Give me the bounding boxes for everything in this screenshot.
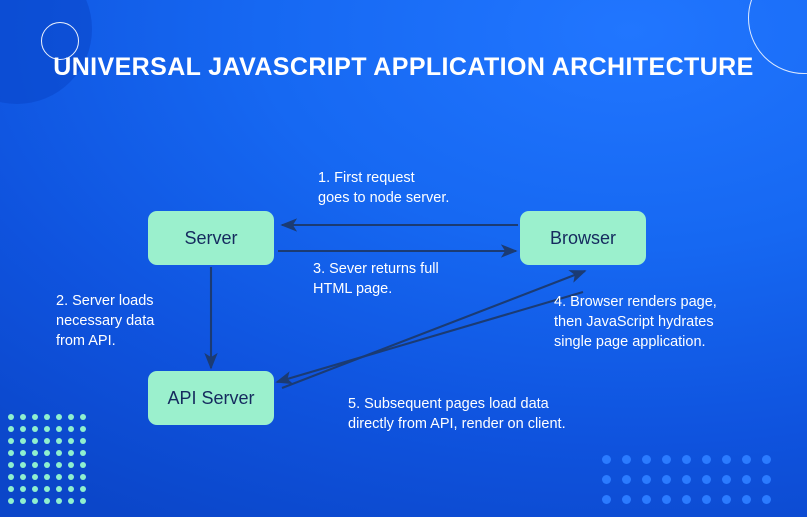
- decorative-dot: [68, 438, 74, 444]
- page-title: UNIVERSAL JAVASCRIPT APPLICATION ARCHITE…: [53, 53, 754, 81]
- decorative-dot: [20, 450, 26, 456]
- decorative-dot: [80, 474, 86, 480]
- decorative-dot: [8, 486, 14, 492]
- decorative-dot: [80, 498, 86, 504]
- decorative-dot: [602, 475, 611, 484]
- decorative-dot: [602, 495, 611, 504]
- decorative-dot: [44, 438, 50, 444]
- decorative-dot: [8, 498, 14, 504]
- step-label-3: 3. Sever returns full HTML page.: [313, 261, 439, 297]
- decorative-dot: [642, 475, 651, 484]
- decorative-dot: [8, 426, 14, 432]
- decorative-dot: [56, 426, 62, 432]
- decorative-dot: [20, 498, 26, 504]
- decorative-dot: [20, 486, 26, 492]
- decorative-dot: [8, 450, 14, 456]
- decorative-dot: [32, 414, 38, 420]
- decorative-ring-top-left-icon: [41, 22, 79, 60]
- decorative-dot: [662, 455, 671, 464]
- decorative-dot-grid-bottom-left: [8, 414, 92, 510]
- decorative-dot: [622, 495, 631, 504]
- decorative-dot: [682, 475, 691, 484]
- node-server-label: Server: [184, 227, 238, 248]
- decorative-dot: [56, 438, 62, 444]
- decorative-dot: [68, 486, 74, 492]
- decorative-dot: [80, 486, 86, 492]
- arrow-browser-to-api-server: [275, 290, 584, 385]
- decorative-dot: [20, 462, 26, 468]
- decorative-dot: [32, 438, 38, 444]
- decorative-dot: [44, 450, 50, 456]
- decorative-dot: [722, 455, 731, 464]
- decorative-dot: [8, 438, 14, 444]
- decorative-dot: [20, 474, 26, 480]
- decorative-dot: [642, 455, 651, 464]
- node-api-server[interactable]: API Server: [148, 371, 274, 425]
- decorative-dot: [742, 475, 751, 484]
- decorative-dot: [662, 495, 671, 504]
- decorative-dot: [702, 495, 711, 504]
- step-label-1: 1. First request goes to node server.: [318, 170, 450, 206]
- step-label-2: 2. Server loads necessary data from API.: [56, 293, 155, 349]
- decorative-dot: [44, 414, 50, 420]
- decorative-dot: [20, 414, 26, 420]
- decorative-dot: [56, 414, 62, 420]
- decorative-dot: [44, 474, 50, 480]
- decorative-dot: [80, 438, 86, 444]
- decorative-dot: [56, 498, 62, 504]
- decorative-dot: [56, 450, 62, 456]
- decorative-dot-grid-bottom-right: [602, 455, 782, 515]
- decorative-dot: [762, 495, 771, 504]
- decorative-dot: [682, 455, 691, 464]
- decorative-dot: [20, 438, 26, 444]
- node-browser-label: Browser: [549, 227, 616, 248]
- decorative-dot: [44, 486, 50, 492]
- decorative-dot: [68, 462, 74, 468]
- decorative-dot: [622, 455, 631, 464]
- decorative-dot: [762, 455, 771, 464]
- decorative-dot: [742, 495, 751, 504]
- decorative-dot: [68, 498, 74, 504]
- step-label-4: 4. Browser renders page, then JavaScript…: [554, 294, 717, 350]
- node-browser[interactable]: Browser: [520, 211, 646, 265]
- decorative-dot: [56, 462, 62, 468]
- decorative-dot: [80, 414, 86, 420]
- decorative-dot: [44, 498, 50, 504]
- decorative-dot: [68, 414, 74, 420]
- decorative-dot: [8, 462, 14, 468]
- node-server[interactable]: Server: [148, 211, 274, 265]
- decorative-dot: [32, 486, 38, 492]
- decorative-dot: [44, 462, 50, 468]
- decorative-dot: [722, 495, 731, 504]
- decorative-dot: [702, 475, 711, 484]
- decorative-dot: [32, 498, 38, 504]
- decorative-dot: [44, 426, 50, 432]
- decorative-dot: [32, 474, 38, 480]
- decorative-dot: [722, 475, 731, 484]
- decorative-dot: [68, 474, 74, 480]
- step-label-5: 5. Subsequent pages load data directly f…: [348, 396, 566, 432]
- decorative-dot: [8, 414, 14, 420]
- decorative-dot: [56, 474, 62, 480]
- decorative-dot: [702, 455, 711, 464]
- decorative-dot: [682, 495, 691, 504]
- decorative-dot: [662, 475, 671, 484]
- decorative-dot: [622, 475, 631, 484]
- node-api-server-label: API Server: [167, 387, 255, 408]
- decorative-dot: [642, 495, 651, 504]
- decorative-dot: [56, 486, 62, 492]
- decorative-dot: [8, 474, 14, 480]
- decorative-dot: [762, 475, 771, 484]
- decorative-dot: [32, 462, 38, 468]
- decorative-dot: [68, 426, 74, 432]
- decorative-dot: [80, 426, 86, 432]
- decorative-dot: [32, 426, 38, 432]
- decorative-dot: [742, 455, 751, 464]
- decorative-dot: [20, 426, 26, 432]
- decorative-dot: [68, 450, 74, 456]
- decorative-dot: [80, 462, 86, 468]
- decorative-dot: [80, 450, 86, 456]
- decorative-dot: [602, 455, 611, 464]
- decorative-dot: [32, 450, 38, 456]
